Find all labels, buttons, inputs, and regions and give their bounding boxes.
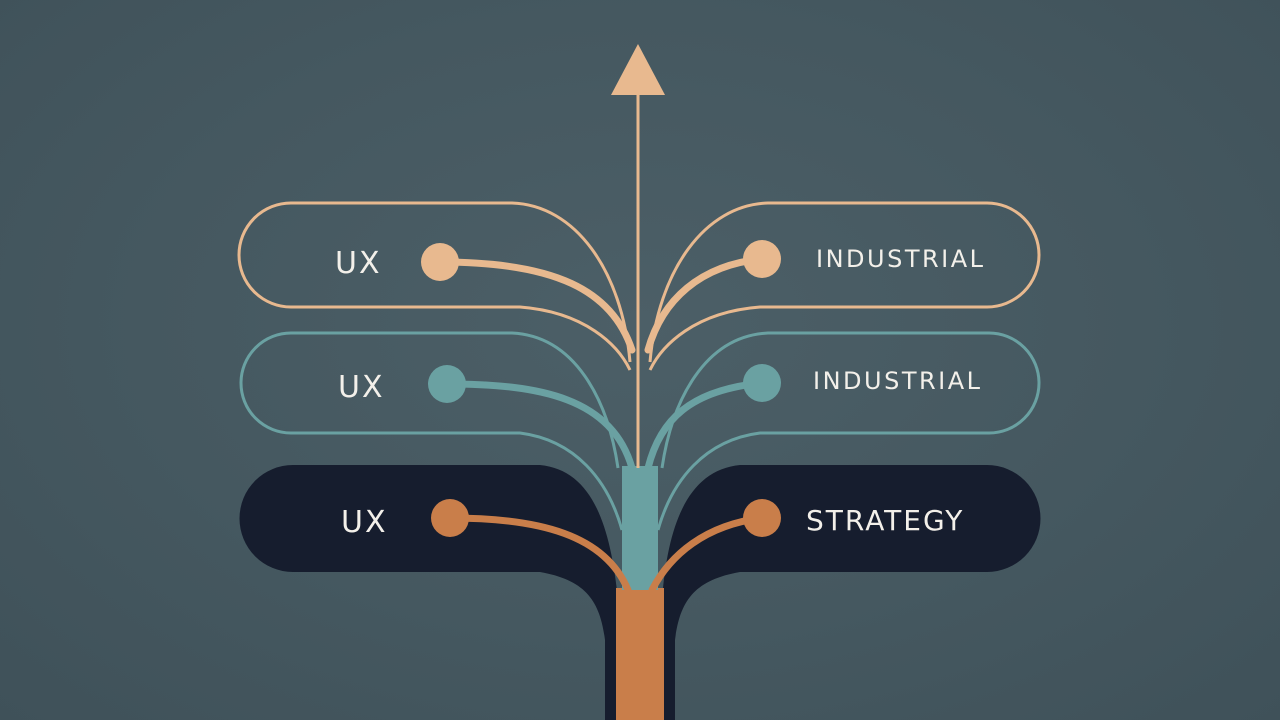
top-left-pill-outline (237, 201, 632, 371)
bottom-right-node (743, 499, 781, 537)
middle-right-label: INDUSTRIAL (813, 367, 983, 395)
bottom-branches (431, 499, 781, 594)
middle-right-node (743, 364, 781, 402)
top-left-label: UX (335, 246, 382, 281)
top-left-branch (436, 258, 636, 354)
middle-left-pill-outline (239, 331, 624, 531)
middle-right-branch (644, 379, 766, 472)
top-left-node (421, 243, 459, 281)
bottom-left-node (431, 499, 469, 537)
top-right-pill-outline (648, 201, 1041, 371)
top-right-node (743, 240, 781, 278)
bottom-left-label: UX (341, 505, 388, 540)
middle-left-branch (443, 380, 636, 472)
top-right-label: INDUSTRIAL (816, 245, 986, 273)
top-right-branch (644, 255, 766, 354)
bottom-right-label: STRATEGY (806, 504, 964, 537)
trunk-copper (616, 588, 664, 720)
trunk-teal (622, 466, 658, 590)
bottom-left-branch (446, 514, 632, 594)
middle-left-node (428, 365, 466, 403)
middle-left-label: UX (338, 370, 385, 405)
top-tier (237, 201, 1041, 371)
middle-right-pill-outline (656, 331, 1041, 531)
arrow-up-icon (611, 44, 665, 95)
middle-tier (239, 331, 1041, 531)
bottom-left-pill (239, 465, 618, 720)
